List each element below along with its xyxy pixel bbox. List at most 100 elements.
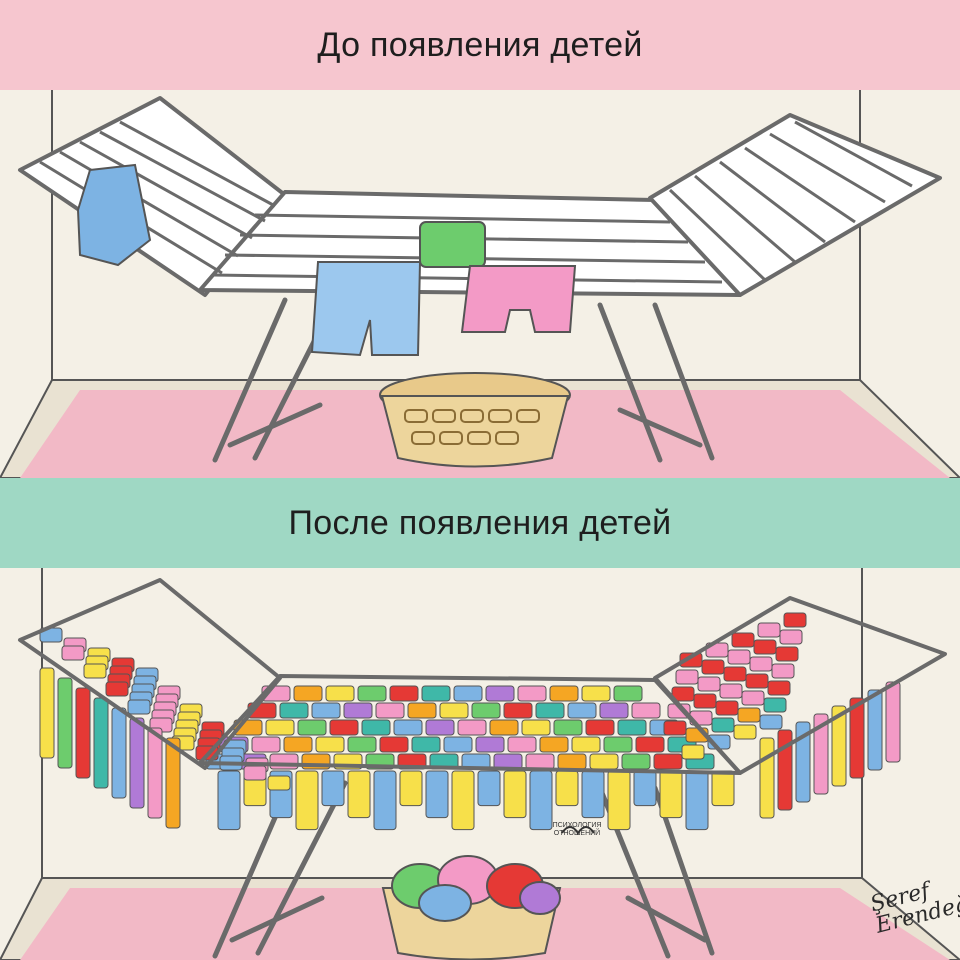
clothing-item bbox=[585, 719, 615, 736]
clothing-item bbox=[425, 770, 449, 819]
clothing-item bbox=[61, 645, 85, 661]
clothing-item bbox=[767, 680, 791, 696]
clothing-item bbox=[763, 697, 787, 713]
clothing-item bbox=[701, 659, 725, 675]
clothing-item bbox=[393, 719, 423, 736]
clothes-icon bbox=[76, 163, 577, 357]
clothing-item bbox=[599, 702, 629, 719]
clothing-item bbox=[759, 714, 783, 730]
clothing-item bbox=[567, 702, 597, 719]
clothing-item bbox=[443, 736, 473, 753]
clothing-item bbox=[75, 687, 91, 779]
clothing-item bbox=[267, 775, 291, 791]
clothing-item bbox=[613, 685, 643, 702]
clothing-item bbox=[373, 770, 397, 831]
clothing-item bbox=[503, 770, 527, 819]
clothing-item bbox=[617, 719, 647, 736]
clothing-item bbox=[675, 669, 699, 685]
clothing-item bbox=[517, 685, 547, 702]
banner-before-title: До появления детей bbox=[317, 25, 643, 64]
clothing-item bbox=[727, 649, 751, 665]
clothing-item bbox=[539, 736, 569, 753]
clothing-item bbox=[293, 685, 323, 702]
clothing-item bbox=[557, 753, 587, 770]
clothing-item bbox=[589, 753, 619, 770]
clothing-item bbox=[631, 702, 661, 719]
clothing-item bbox=[453, 685, 483, 702]
clothing-item bbox=[485, 685, 515, 702]
clothing-item bbox=[147, 727, 163, 819]
clothing-item bbox=[653, 753, 683, 770]
clothing-item bbox=[503, 702, 533, 719]
clothing-item bbox=[681, 744, 705, 760]
clothing-item bbox=[633, 770, 657, 807]
watermark-logo: ПСИХОЛОГИЯ ОТНОШЕНИЙ bbox=[548, 822, 606, 838]
heart-logo-icon bbox=[561, 826, 595, 835]
clothing-item bbox=[105, 681, 129, 697]
laundry-basket-icon bbox=[379, 372, 571, 468]
clothing-item bbox=[457, 719, 487, 736]
clothing-item bbox=[425, 719, 455, 736]
clothing-item bbox=[217, 770, 241, 831]
clothing-item bbox=[477, 770, 501, 807]
clothing-item bbox=[663, 720, 687, 736]
clothing-item bbox=[407, 702, 437, 719]
clothing-item bbox=[535, 702, 565, 719]
clothing-item bbox=[379, 736, 409, 753]
banner-after-title: После появления детей bbox=[288, 503, 672, 542]
clothing-item bbox=[375, 702, 405, 719]
clothing-item bbox=[93, 697, 109, 789]
clothing-item bbox=[795, 721, 811, 803]
clothing-item bbox=[357, 685, 387, 702]
banner-before: До появления детей bbox=[0, 0, 960, 90]
logo-line1: ПСИХОЛОГИЯ bbox=[552, 822, 602, 829]
clothing-item bbox=[679, 652, 703, 668]
clothes-icon bbox=[39, 612, 901, 831]
clothing-item bbox=[399, 770, 423, 807]
clothing-item bbox=[783, 612, 807, 628]
clothing-item bbox=[321, 770, 345, 807]
clothing-item bbox=[549, 685, 579, 702]
drying-rack-scene-after bbox=[0, 568, 960, 960]
clothing-item bbox=[315, 736, 345, 753]
clothing-item bbox=[165, 737, 181, 829]
clothing-item bbox=[129, 717, 145, 809]
clothing-item bbox=[723, 666, 747, 682]
clothing-item bbox=[439, 702, 469, 719]
clothing-item bbox=[83, 663, 107, 679]
clothing-item bbox=[329, 719, 359, 736]
clothing-item bbox=[411, 736, 441, 753]
clothing-item bbox=[867, 689, 883, 771]
clothing-item bbox=[771, 663, 795, 679]
drying-rack-icon bbox=[18, 578, 947, 775]
clothing-item bbox=[671, 686, 695, 702]
clothing-item bbox=[347, 736, 377, 753]
laundry-basket-icon bbox=[381, 855, 562, 960]
clothing-item bbox=[39, 667, 55, 759]
clothing-item bbox=[603, 736, 633, 753]
banner-after: После появления детей bbox=[0, 478, 960, 568]
clothing-item bbox=[685, 770, 709, 831]
clothing-item bbox=[127, 699, 151, 715]
clothing-item bbox=[885, 681, 901, 763]
clothing-item bbox=[779, 629, 803, 645]
clothing-item bbox=[733, 724, 757, 740]
clothing-item bbox=[521, 719, 551, 736]
clothing-item bbox=[525, 753, 555, 770]
clothing-item bbox=[507, 736, 537, 753]
clothing-item bbox=[581, 685, 611, 702]
clothing-item bbox=[581, 770, 605, 819]
clothing-item bbox=[697, 676, 721, 692]
clothing-item bbox=[775, 646, 799, 662]
clothing-item bbox=[475, 736, 505, 753]
clothing-item bbox=[297, 719, 327, 736]
clothing-item bbox=[347, 770, 371, 819]
clothing-item bbox=[421, 685, 451, 702]
clothing-item bbox=[311, 702, 341, 719]
clothing-item bbox=[571, 736, 601, 753]
clothing-item bbox=[813, 713, 829, 795]
clothing-item bbox=[621, 753, 651, 770]
clothing-item bbox=[753, 639, 777, 655]
clothing-item bbox=[731, 632, 755, 648]
